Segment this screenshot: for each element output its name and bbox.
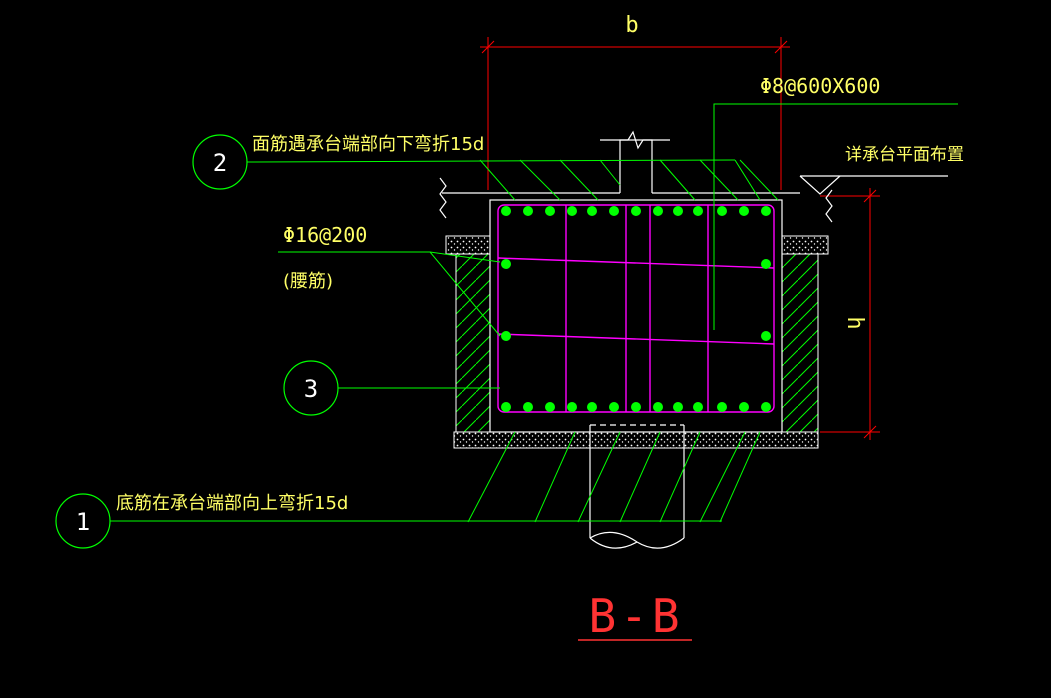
callout-3: 3 bbox=[283, 360, 500, 416]
waist-bar-name-label: (腰筋) bbox=[283, 271, 333, 292]
rebar-dot bbox=[761, 259, 771, 269]
stirrups bbox=[497, 204, 775, 413]
pile bbox=[589, 424, 685, 549]
rebar-dot bbox=[523, 402, 533, 412]
callout-1: 1 底筋在承台端部向上弯折15d bbox=[55, 493, 722, 549]
rebar-dot bbox=[739, 402, 749, 412]
rebar-dot bbox=[761, 206, 771, 216]
rebar-dot bbox=[739, 206, 749, 216]
rebar-dots bbox=[501, 206, 771, 412]
rebar-dot bbox=[587, 402, 597, 412]
rebar-dot bbox=[717, 206, 727, 216]
cushion-bottom bbox=[453, 431, 819, 449]
height-dimension bbox=[820, 188, 880, 440]
callout-2: 2 面筋遇承台端部向下弯折15d bbox=[192, 134, 761, 201]
rebar-dot bbox=[609, 206, 619, 216]
rebar-dot bbox=[545, 206, 555, 216]
stirrup-spec-leader bbox=[713, 103, 958, 330]
rebar-dot bbox=[693, 402, 703, 412]
wall-right bbox=[781, 253, 819, 433]
rebar-dot bbox=[545, 402, 555, 412]
callout-1-number: 1 bbox=[76, 508, 90, 536]
top-slab-outline bbox=[439, 130, 833, 223]
rebar-dot bbox=[761, 402, 771, 412]
callout-2-number: 2 bbox=[213, 149, 227, 177]
rebar-dot bbox=[609, 402, 619, 412]
level-marker-icon bbox=[799, 175, 948, 195]
rebar-dot bbox=[523, 206, 533, 216]
width-dimension-label: b bbox=[625, 13, 638, 38]
hatch-leaders bbox=[467, 159, 779, 523]
rebar-dot bbox=[673, 206, 683, 216]
rebar-dot bbox=[673, 402, 683, 412]
wall-left bbox=[455, 253, 491, 433]
waist-bar-spec-label: Φ16@200 bbox=[283, 223, 367, 247]
rebar-dot bbox=[501, 331, 511, 341]
callout-2-text: 面筋遇承台端部向下弯折15d bbox=[252, 134, 484, 155]
section-title: B-B bbox=[588, 589, 683, 643]
rebar-dot bbox=[761, 331, 771, 341]
pile-cap-outline bbox=[489, 199, 783, 433]
width-dimension bbox=[480, 37, 790, 190]
callout-3-number: 3 bbox=[304, 375, 318, 403]
rebar-dot bbox=[501, 402, 511, 412]
cushion-top-right bbox=[781, 235, 829, 255]
cushion-top-left bbox=[445, 235, 491, 255]
rebar-dot bbox=[631, 206, 641, 216]
rebar-dot bbox=[501, 259, 511, 269]
stirrup-spec-label: Φ8@600X600 bbox=[760, 74, 880, 98]
cap-layout-note: 详承台平面布置 bbox=[845, 145, 964, 165]
waist-bar-leader bbox=[278, 251, 501, 337]
callout-1-text: 底筋在承台端部向上弯折15d bbox=[116, 493, 348, 514]
rebar-dot bbox=[693, 206, 703, 216]
rebar-dot bbox=[653, 206, 663, 216]
rebar-dot bbox=[567, 402, 577, 412]
rebar-dot bbox=[717, 402, 727, 412]
rebar-dot bbox=[501, 206, 511, 216]
rebar-dot bbox=[631, 402, 641, 412]
rebar-dot bbox=[653, 402, 663, 412]
rebar-dot bbox=[567, 206, 577, 216]
rebar-dot bbox=[587, 206, 597, 216]
height-dimension-label: h bbox=[842, 316, 867, 329]
